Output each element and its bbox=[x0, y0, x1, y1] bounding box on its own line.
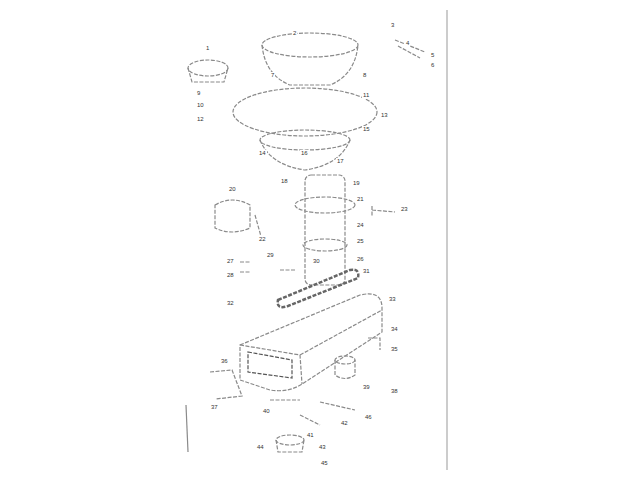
frame-line bbox=[186, 405, 188, 452]
callout-number: 42 bbox=[340, 420, 349, 427]
callout-number: 22 bbox=[258, 236, 267, 243]
callout-number: 2 bbox=[292, 30, 297, 37]
dome bbox=[233, 88, 377, 136]
dome-rim bbox=[260, 130, 350, 150]
callout-number: 30 bbox=[312, 258, 321, 265]
callout-number: 36 bbox=[220, 358, 229, 365]
callout-number: 32 bbox=[226, 300, 235, 307]
callout-number: 40 bbox=[262, 408, 271, 415]
callout-number: 46 bbox=[364, 414, 373, 421]
callout-number: 23 bbox=[400, 206, 409, 213]
belt bbox=[278, 270, 359, 307]
callout-number: 17 bbox=[336, 158, 345, 165]
callout-number: 1 bbox=[205, 45, 210, 52]
callout-number: 37 bbox=[210, 404, 219, 411]
callout-number: 9 bbox=[196, 90, 201, 97]
callout-number: 29 bbox=[266, 252, 275, 259]
callout-number: 8 bbox=[362, 72, 367, 79]
callout-number: 28 bbox=[226, 272, 235, 279]
callout-number: 13 bbox=[380, 112, 389, 119]
callout-number: 39 bbox=[362, 384, 371, 391]
cap bbox=[188, 60, 228, 76]
callout-number: 5 bbox=[430, 52, 435, 59]
callout-number: 41 bbox=[306, 432, 315, 439]
callout-number: 33 bbox=[388, 296, 397, 303]
callout-number: 11 bbox=[362, 92, 370, 99]
callout-number: 31 bbox=[362, 268, 371, 275]
callout-number: 44 bbox=[256, 444, 265, 451]
column-ring bbox=[303, 239, 347, 251]
small-parts bbox=[240, 262, 296, 272]
wheel bbox=[335, 356, 355, 364]
callout-number: 21 bbox=[356, 196, 365, 203]
housing-slot bbox=[248, 352, 292, 378]
pin bbox=[372, 206, 395, 216]
callout-number: 12 bbox=[196, 116, 205, 123]
callout-number: 24 bbox=[356, 222, 365, 229]
callout-number: 4 bbox=[405, 40, 410, 47]
callout-number: 16 bbox=[300, 150, 309, 157]
frame-line bbox=[446, 10, 447, 470]
callout-number: 35 bbox=[390, 346, 399, 353]
wheel-body bbox=[335, 360, 355, 379]
callout-number: 20 bbox=[228, 186, 237, 193]
callout-number: 15 bbox=[362, 126, 371, 133]
callout-number: 14 bbox=[258, 150, 267, 157]
callout-number: 26 bbox=[356, 256, 365, 263]
callout-number: 45 bbox=[320, 460, 329, 467]
housing bbox=[240, 294, 382, 391]
dome-base bbox=[260, 140, 350, 170]
foot bbox=[276, 435, 304, 445]
foot-body bbox=[276, 440, 304, 452]
callout-number: 34 bbox=[390, 326, 399, 333]
callout-number: 27 bbox=[226, 258, 235, 265]
callout-number: 7 bbox=[270, 72, 275, 79]
callout-number: 10 bbox=[196, 102, 205, 109]
callout-number: 3 bbox=[390, 22, 395, 29]
handle bbox=[210, 370, 242, 399]
cap-body bbox=[188, 68, 228, 82]
top-cover-body bbox=[262, 45, 358, 85]
callout-number: 38 bbox=[390, 388, 399, 395]
callout-number: 19 bbox=[352, 180, 361, 187]
bracket bbox=[215, 200, 250, 232]
callout-number: 18 bbox=[280, 178, 289, 185]
housing-edges bbox=[240, 310, 382, 384]
pin bbox=[395, 40, 425, 58]
column-flange bbox=[295, 197, 355, 213]
clip bbox=[368, 338, 380, 350]
top-cover bbox=[262, 33, 358, 57]
callout-number: 6 bbox=[430, 62, 435, 69]
callout-number: 25 bbox=[356, 238, 365, 245]
motor-column bbox=[305, 175, 345, 285]
callout-number: 43 bbox=[318, 444, 327, 451]
